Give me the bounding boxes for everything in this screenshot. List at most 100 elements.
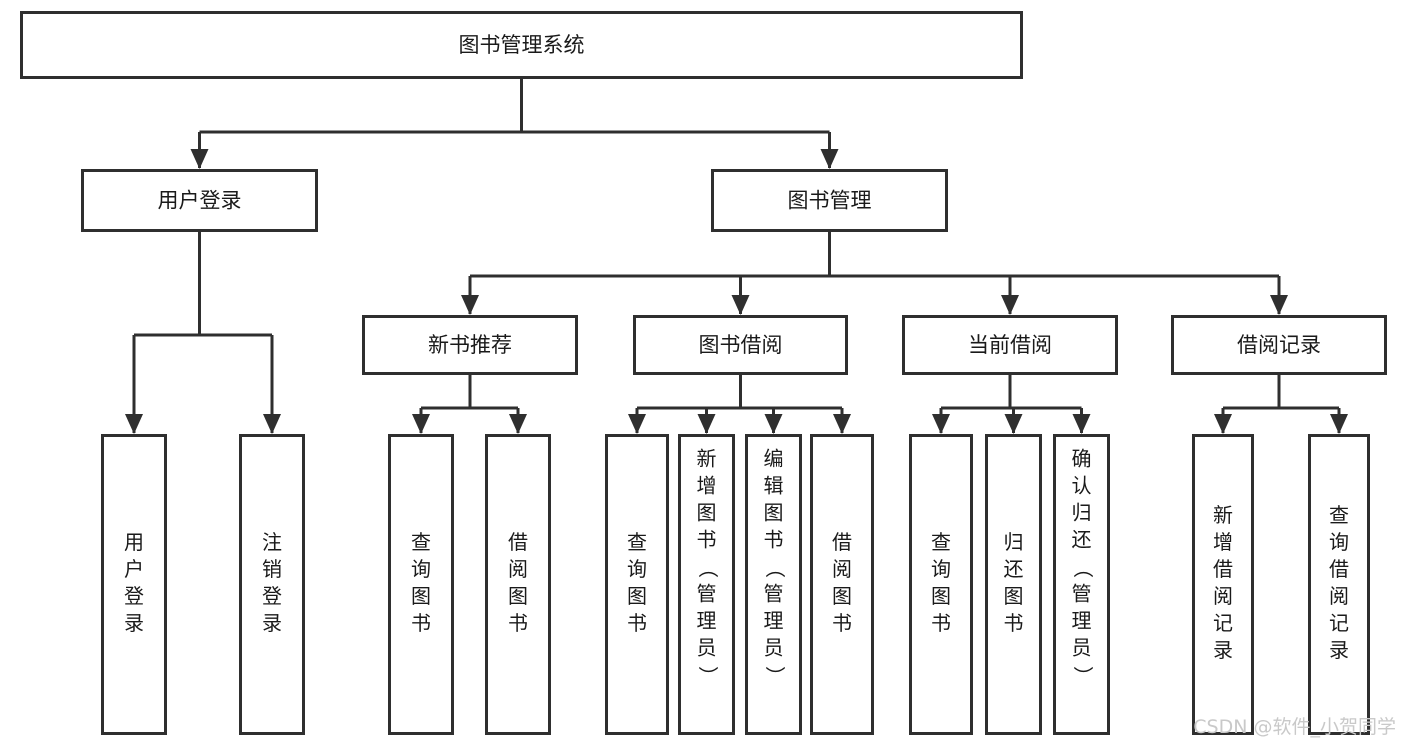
- arrow-head-icon: [461, 295, 479, 315]
- node-label-char: 图: [508, 584, 528, 608]
- node-label-char: 还: [1072, 528, 1092, 552]
- node-label-char: 书: [1004, 611, 1024, 635]
- node-box: [239, 434, 305, 735]
- node-label-char: 录: [1213, 638, 1233, 662]
- node-label-char: 员: [1072, 636, 1092, 660]
- node-label-char: 书: [764, 528, 784, 552]
- node-label-char: ）: [696, 666, 720, 686]
- node-label-char: 阅: [832, 557, 852, 581]
- arrow-head-icon: [731, 295, 750, 315]
- node-box: [909, 434, 973, 735]
- arrow-head-icon: [509, 414, 527, 434]
- node-label-char: 阅: [508, 557, 528, 581]
- node-label-char: 记: [1329, 611, 1349, 635]
- arrow-head-icon: [764, 414, 783, 434]
- node-label-char: 登: [262, 584, 282, 608]
- node-label-char: 录: [262, 611, 282, 635]
- node-box: [678, 434, 735, 735]
- node-l2-用户登录-0[interactable]: 用户登录: [81, 169, 318, 232]
- node-box: [362, 315, 578, 375]
- node-label-char: 查: [411, 530, 431, 554]
- arrow-head-icon: [190, 149, 209, 169]
- node-l3-新书推荐-0[interactable]: 新书推荐: [362, 315, 578, 375]
- arrow-head-icon: [263, 414, 281, 434]
- node-label: 用户登录: [158, 189, 242, 213]
- node-label-char: 借: [1329, 557, 1349, 581]
- arrow-head-icon: [697, 414, 716, 434]
- node-label-char: 员: [697, 636, 717, 660]
- node-label-char: 管: [1072, 582, 1092, 606]
- node-label-char: 书: [411, 611, 431, 635]
- node-label-char: 辑: [764, 474, 784, 498]
- node-label-char: 查: [931, 530, 951, 554]
- node-box: [985, 434, 1042, 735]
- node-box: [20, 11, 1023, 79]
- node-label-char: 图: [764, 501, 784, 525]
- node-leaf-用户登录-0[interactable]: 用户登录: [101, 434, 167, 735]
- arrow-head-icon: [1270, 295, 1288, 315]
- node-l2-图书管理-1[interactable]: 图书管理: [711, 169, 948, 232]
- node-box: [605, 434, 669, 735]
- node-label-char: 理: [697, 609, 717, 633]
- node-label-char: 新: [697, 447, 717, 471]
- node-root-图书管理系统-0[interactable]: 图书管理系统: [20, 11, 1023, 79]
- node-label-char: 录: [1329, 638, 1349, 662]
- node-label-char: （: [696, 558, 720, 578]
- node-label-char: 借: [832, 530, 852, 554]
- arrow-head-icon: [1072, 414, 1091, 434]
- node-label-char: 询: [931, 557, 951, 581]
- node-label-char: 还: [1004, 557, 1024, 581]
- node-label-char: 理: [764, 609, 784, 633]
- node-label-char: 管: [697, 582, 717, 606]
- node-label-char: 编: [764, 447, 784, 471]
- node-label-char: 阅: [1329, 584, 1349, 608]
- node-label-char: 管: [764, 582, 784, 606]
- watermark-label: CSDN @软件_小贺同学: [1193, 716, 1396, 738]
- node-label-char: 图: [931, 584, 951, 608]
- node-label-char: 归: [1004, 530, 1024, 554]
- node-box: [902, 315, 1118, 375]
- node-label-char: 借: [1213, 557, 1233, 581]
- node-label-char: 图: [1004, 584, 1024, 608]
- node-box: [711, 169, 948, 232]
- node-l3-图书借阅-1[interactable]: 图书借阅: [633, 315, 848, 375]
- node-label-char: 用: [124, 530, 144, 554]
- node-label-char: 询: [627, 557, 647, 581]
- node-label-char: 认: [1072, 474, 1092, 498]
- arrow-head-icon: [833, 414, 851, 434]
- node-label-char: 借: [508, 530, 528, 554]
- arrow-head-icon: [628, 414, 646, 434]
- node-label-char: 图: [697, 501, 717, 525]
- node-box: [1192, 434, 1254, 735]
- node-label: 当前借阅: [968, 333, 1052, 357]
- node-l3-借阅记录-3[interactable]: 借阅记录: [1171, 315, 1387, 375]
- node-label-char: 户: [124, 557, 144, 581]
- node-label-char: 增: [1213, 530, 1233, 554]
- node-label-char: 书: [627, 611, 647, 635]
- node-layer: 图书管理系统用户登录图书管理新书推荐图书借阅当前借阅借阅记录用户登录注销登录查询…: [20, 11, 1387, 735]
- node-box: [1308, 434, 1370, 735]
- node-label-char: 新: [1213, 503, 1233, 527]
- node-label: 图书管理系统: [459, 33, 585, 57]
- node-label-char: 书: [508, 611, 528, 635]
- node-label-char: 图: [627, 584, 647, 608]
- node-box: [485, 434, 551, 735]
- connector-layer: [125, 79, 1348, 434]
- node-label-char: （: [763, 558, 787, 578]
- node-l3-当前借阅-2[interactable]: 当前借阅: [902, 315, 1118, 375]
- node-label-char: 查: [627, 530, 647, 554]
- node-label: 借阅记录: [1237, 333, 1321, 357]
